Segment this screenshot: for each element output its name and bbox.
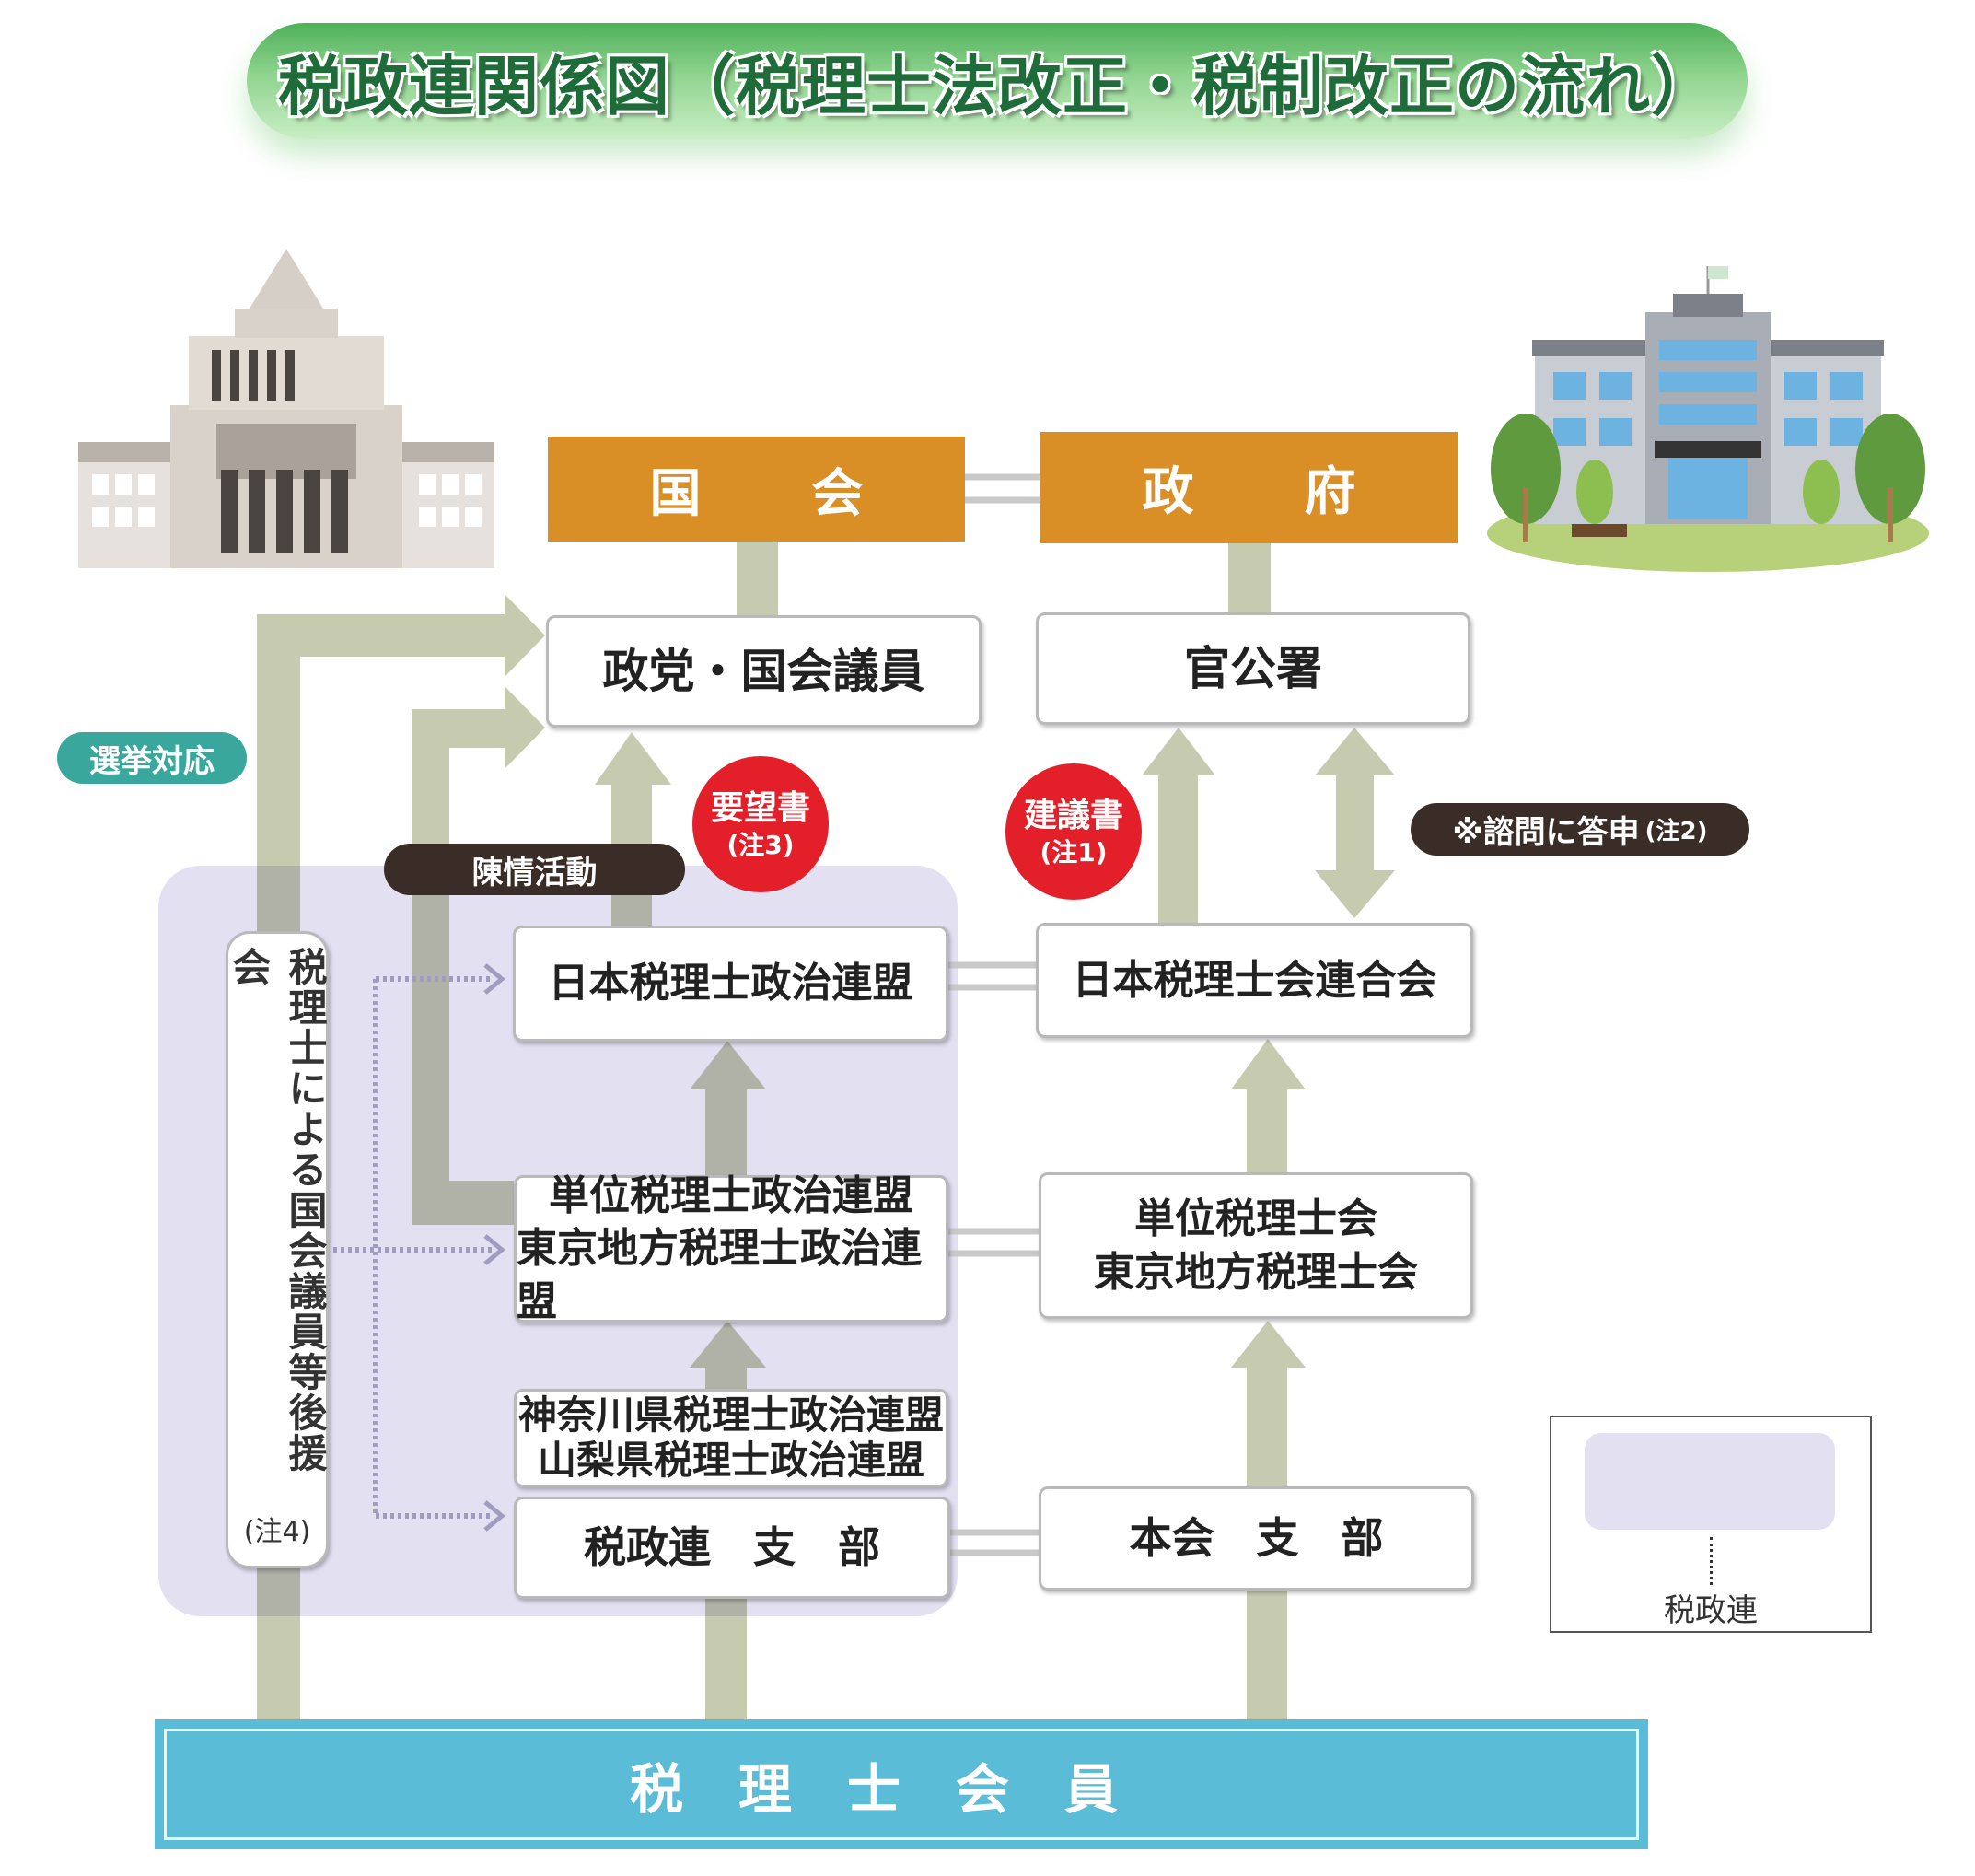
kanagawa-box: 神奈川県税理士政治連盟 山梨県税理士政治連盟 [514,1389,948,1487]
koenkai-box: 税理士による国会議員等後援会 (注4) [226,931,329,1568]
shimon-double-arrow [1315,728,1395,918]
tanikai-to-rengokai-arrow [1231,1039,1306,1174]
chinjo-text: 陳情活動 [471,854,598,891]
legend-dotted-line [1710,1537,1713,1585]
page-title: 税政連関係図（税理士法改正・税制改正の流れ） [278,48,1716,124]
nichizeiseiren-box: 日本税理士政治連盟 [513,926,948,1042]
nichizeiren-label: 日本税理士会連合会 [1072,956,1437,1004]
seiren-shibu-label: 税政連 支 部 [584,1521,880,1572]
kankosho-box: 官公署 [1036,612,1470,725]
kokkai-char-2: 会 [811,463,864,524]
honkai-shibu-label: 本会 支 部 [1129,1512,1384,1563]
kengisho-badge: 建議書 (注1) [1005,763,1142,900]
legend-label: 税政連 [1664,1592,1758,1629]
nichizeiseiren-label: 日本税理士政治連盟 [548,960,913,1008]
title-banner: 税政連関係図（税理士法改正・税制改正の流れ） [247,23,1748,139]
seifu-char-1: 政 [1142,462,1194,522]
kankosho-label: 官公署 [1184,641,1322,695]
kengisho-arrow [1142,728,1215,923]
yamanashi-label: 山梨県税理士政治連盟 [537,1437,924,1483]
shimon-label: ※諮問に答申 (注2) [1411,803,1749,856]
kanagawa-label: 神奈川県税理士政治連盟 [517,1392,944,1439]
tani-seiren-box: 単位税理士政治連盟 東京地方税理士政治連盟 [514,1172,948,1325]
tani-kai-box: 単位税理士会 東京地方税理士会 [1039,1172,1473,1319]
senkyo-label: 選挙対応 [57,732,247,784]
government-building-illustration [1487,266,1929,572]
members-bar: 税理士会員 [155,1719,1648,1849]
kokkai-stem [737,542,778,617]
members-label: 税理士会員 [629,1757,1173,1821]
nichizeiren-box: 日本税理士会連合会 [1036,923,1473,1038]
seito-box: 政党・国会議員 [546,615,982,728]
chinjo-label: 陳情活動 [384,844,685,895]
shimon-text: ※諮問に答申 [1452,814,1640,851]
legend-swatch [1585,1433,1835,1530]
koenkai-label: 税理士による国会議員等後援会 [227,947,328,1474]
kengisho-text: 建議書 [1023,797,1123,834]
tani-kai-label: 単位税理士会 [1134,1195,1377,1243]
member-stem-right [1247,1583,1287,1722]
koenkai-dotted-arrows [333,976,493,1519]
kokkai-char-1: 国 [649,463,702,524]
seifu-stem [1228,543,1271,614]
seito-label: 政党・国会議員 [602,644,925,698]
yobosho-text: 要望書 [710,789,810,827]
legend: 税政連 [1550,1416,1872,1633]
seifu-box: 政 府 [1040,432,1458,543]
seifu-char-2: 府 [1304,462,1356,522]
honkai-shibu-box: 本会 支 部 [1039,1486,1474,1591]
koenkai-note: (注4) [243,1516,311,1548]
tokyo-kai-label: 東京地方税理士会 [1094,1248,1418,1296]
kokkai-box: 国 会 [548,437,965,542]
yobosho-note: (注3) [726,830,795,860]
tokyo-seiren-label: 東京地方税理士政治連盟 [517,1225,922,1325]
shimon-note: (注2) [1644,818,1708,845]
senkyo-text: 選挙対応 [89,742,215,780]
yobosho-badge: 要望書 (注3) [692,756,829,892]
kengisho-note: (注1) [1040,837,1108,868]
seiren-shibu-box: 税政連 支 部 [514,1497,950,1599]
tani-seiren-label: 単位税理士政治連盟 [549,1172,913,1220]
diet-building-illustration [78,249,494,568]
shibu-to-tanikai-arrow [1231,1321,1306,1488]
